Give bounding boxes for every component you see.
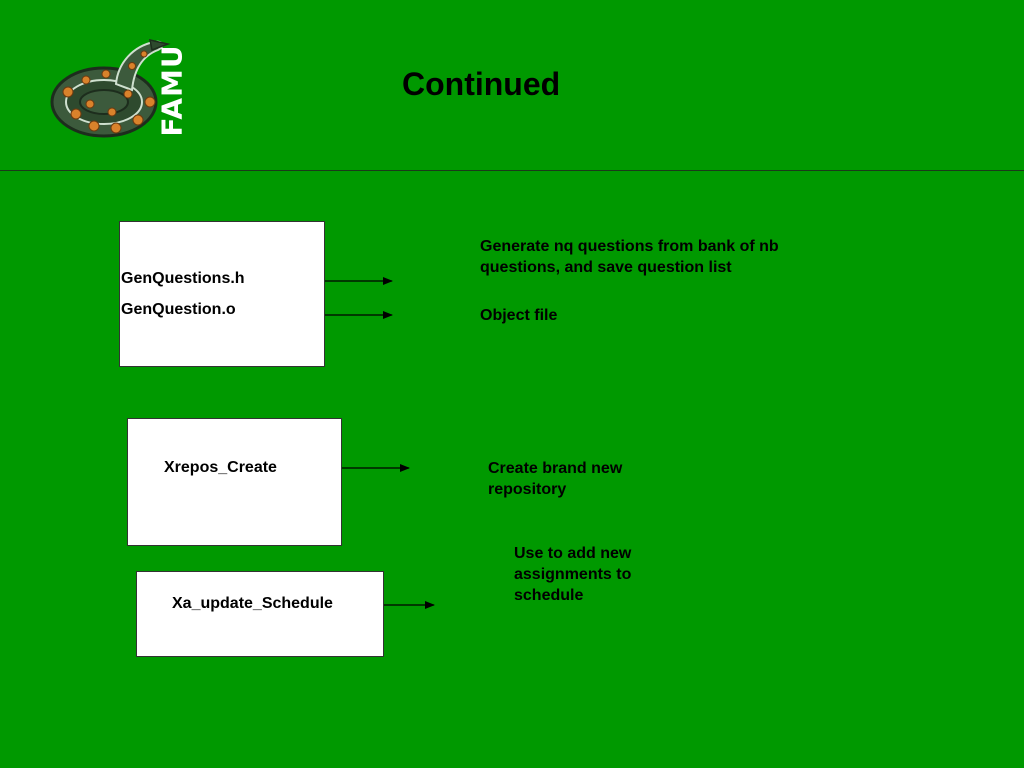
- slide-title: Continued: [402, 66, 561, 102]
- famu-logo: FAMU: [46, 32, 196, 142]
- genquestions-h-description: Generate nq questions from bank of nb qu…: [480, 238, 779, 276]
- xa-update-schedule-description: Use to add new assignments to schedule: [514, 545, 632, 604]
- xrepos-create-box: [127, 418, 342, 546]
- xa-update-schedule-label: Xa_update_Schedule: [172, 595, 333, 612]
- genquestions-h-label: GenQuestions.h: [121, 270, 245, 287]
- genquestions-box: [119, 221, 325, 367]
- xa-update-schedule-box: [136, 571, 384, 657]
- logo-text: FAMU: [155, 44, 189, 137]
- genquestion-o-description: Object file: [480, 307, 558, 324]
- xrepos-create-label: Xrepos_Create: [164, 459, 277, 476]
- genquestion-o-label: GenQuestion.o: [121, 301, 236, 318]
- xrepos-create-description: Create brand new repository: [488, 460, 623, 498]
- header-divider: [0, 170, 1024, 171]
- snake-logo-icon: [50, 39, 171, 138]
